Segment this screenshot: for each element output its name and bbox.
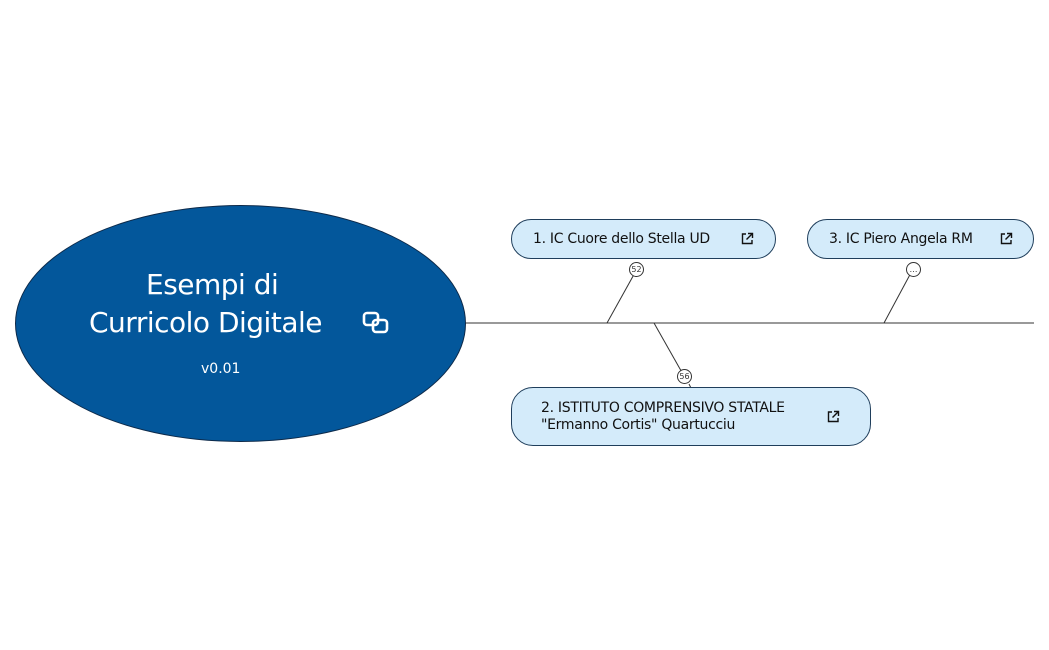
topic-ic-piero-angela[interactable]: 3. IC Piero Angela RM <box>807 219 1034 259</box>
topic-ic-cuore-dello-stella[interactable]: 1. IC Cuore dello Stella UD <box>511 219 776 259</box>
topic-label: 1. IC Cuore dello Stella UD <box>533 230 710 247</box>
topic-label: 2. ISTITUTO COMPRENSIVO STATALE "Ermanno… <box>541 400 785 434</box>
collapsed-more-badge[interactable]: … <box>906 262 921 277</box>
central-version: v0.01 <box>201 361 241 377</box>
topic-label-line2: "Ermanno Cortis" Quartucciu <box>541 416 736 433</box>
external-link-icon[interactable] <box>740 232 754 246</box>
central-title-line1: Esempi di <box>146 268 279 301</box>
branch-topic-3 <box>883 268 914 324</box>
branch-topic-1 <box>606 268 638 324</box>
central-title-line2: Curricolo Digitale <box>89 306 322 339</box>
subtopic-count-badge[interactable]: 52 <box>629 262 644 277</box>
topic-label-line1: 2. ISTITUTO COMPRENSIVO STATALE <box>541 399 785 416</box>
topic-label: 3. IC Piero Angela RM <box>829 230 973 247</box>
link-icon[interactable] <box>361 310 395 334</box>
central-topic[interactable]: Esempi di Curricolo Digitale v0.01 <box>15 205 466 442</box>
topic-ermanno-cortis[interactable]: 2. ISTITUTO COMPRENSIVO STATALE "Ermanno… <box>511 387 871 446</box>
external-link-icon[interactable] <box>826 410 840 424</box>
branch-topic-2 <box>653 322 685 377</box>
external-link-icon[interactable] <box>999 232 1013 246</box>
subtopic-count-badge[interactable]: 56 <box>677 369 692 384</box>
